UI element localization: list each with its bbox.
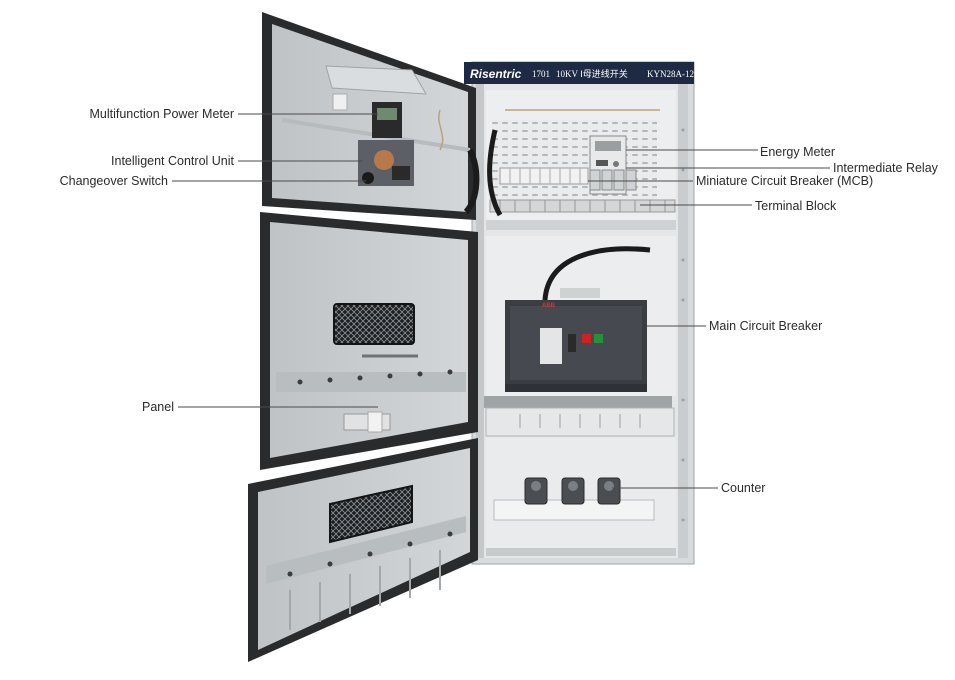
model-text: KYN28A-12 [647,69,694,79]
breaker-compartment: ABB [484,236,676,437]
label-multifunction-power-meter: Multifunction Power Meter [89,107,234,121]
label-main-circuit-breaker: Main Circuit Breaker [709,319,823,333]
lv-compartment [486,90,676,230]
nameplate-id: 1701 [532,69,550,79]
label-terminal-block: Terminal Block [755,199,837,213]
nameplate: Risentric 1701 10KV Ⅰ母进线开关 KYN28A-12 [464,62,694,84]
main-circuit-breaker-device: ABB [505,300,647,392]
relay-row [589,169,637,191]
label-miniature-circuit-breaker: Miniature Circuit Breaker (MCB) [696,174,874,188]
label-changeover-switch: Changeover Switch [59,174,168,188]
terminal-block-strip [489,199,676,213]
label-intermediate-relay: Intermediate Relay [833,161,938,175]
nameplate-desc: 10KV Ⅰ母进线开关 [556,68,628,79]
label-counter: Counter [721,481,766,495]
power-meter-device [372,102,402,138]
cable-compartment [486,438,676,556]
label-intelligent-control-unit: Intelligent Control Unit [111,154,234,168]
breaker-brand: ABB [542,303,556,309]
brand-text: Risentric [470,67,522,81]
mcb-row [499,167,589,185]
bottom-door [248,438,478,662]
middle-door [260,212,478,470]
leader-lines [172,113,830,489]
label-energy-meter: Energy Meter [760,145,836,159]
top-door [262,12,480,220]
label-panel: Panel [142,400,174,414]
